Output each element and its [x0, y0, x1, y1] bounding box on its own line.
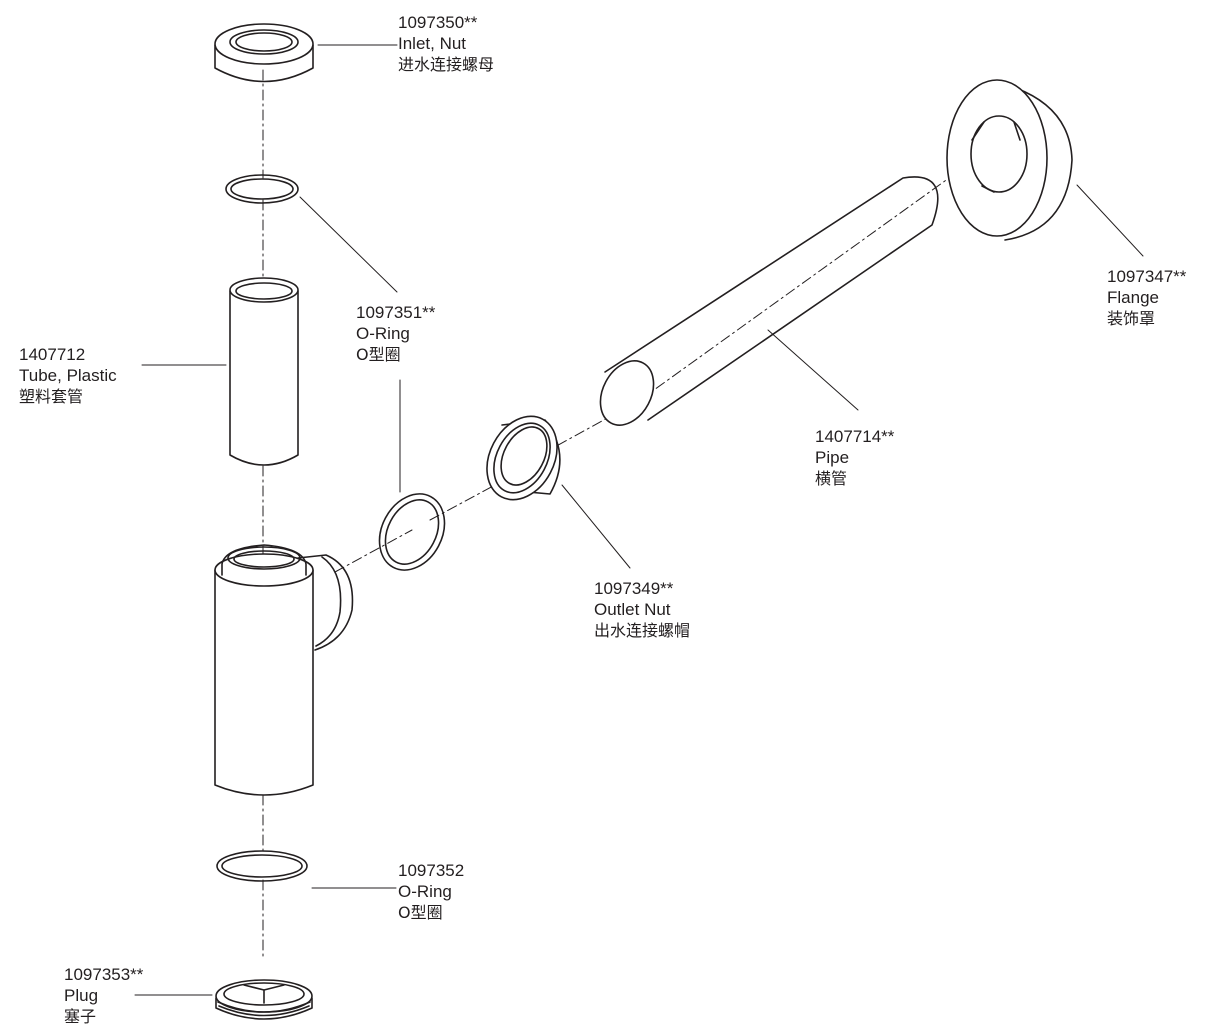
part-name-cn: 进水连接螺母	[398, 55, 495, 74]
part-number: 1097349**	[594, 579, 674, 598]
label-oring-lower: 1097352 O-Ring O型圈	[398, 860, 464, 923]
part-number: 1407714**	[815, 427, 895, 446]
label-oring-upper: 1097351** O-Ring O型圈	[356, 302, 435, 365]
plug-part	[215, 979, 313, 1020]
label-outlet-nut: 1097349** Outlet Nut 出水连接螺帽	[594, 578, 690, 641]
part-number: 1097353**	[64, 965, 144, 984]
upper-oring-part	[225, 174, 299, 204]
flange-part	[946, 79, 1073, 241]
inlet-nut-part	[214, 23, 314, 83]
part-name: Pipe	[815, 448, 850, 467]
lower-oring-part	[216, 850, 308, 882]
part-name-cn: 横管	[815, 469, 848, 488]
part-name: Plug	[64, 986, 99, 1005]
part-name-cn: O型圈	[398, 903, 443, 922]
part-number: 1097351**	[356, 303, 436, 322]
outlet-oring-part	[378, 493, 446, 571]
part-number: 1097347**	[1107, 267, 1187, 286]
part-number: 1097352	[398, 861, 465, 880]
part-number: 1407712	[19, 345, 86, 364]
leader-oring-upper	[299, 196, 398, 293]
pipe-part	[599, 176, 939, 426]
leader-lines	[134, 44, 1144, 996]
part-name: O-Ring	[356, 324, 410, 343]
part-name-cn: 装饰罩	[1107, 309, 1156, 328]
part-number: 1097350**	[398, 13, 478, 32]
part-name-cn: 塑料套管	[19, 387, 84, 406]
label-flange: 1097347** Flange 装饰罩	[1107, 266, 1186, 329]
label-plug: 1097353** Plug 塞子	[64, 964, 143, 1027]
part-name: Flange	[1107, 288, 1159, 307]
leader-pipe	[767, 329, 859, 411]
part-name-cn: 出水连接螺帽	[594, 621, 691, 640]
trap-body-part	[214, 544, 354, 796]
leader-flange	[1076, 184, 1144, 257]
outlet-nut-part	[486, 415, 561, 501]
part-name-cn: O型圈	[356, 345, 401, 364]
part-name: O-Ring	[398, 882, 452, 901]
label-tube: 1407712 Tube, Plastic 塑料套管	[19, 344, 117, 407]
part-name: Inlet, Nut	[398, 34, 467, 53]
part-name: Outlet Nut	[594, 600, 671, 619]
label-pipe: 1407714** Pipe 横管	[815, 426, 894, 489]
plastic-tube-part	[229, 277, 299, 466]
part-name-cn: 塞子	[64, 1007, 97, 1026]
label-inlet-nut: 1097350** Inlet, Nut 进水连接螺母	[398, 12, 494, 75]
part-name: Tube, Plastic	[19, 366, 117, 385]
leader-outlet-nut	[561, 484, 631, 569]
